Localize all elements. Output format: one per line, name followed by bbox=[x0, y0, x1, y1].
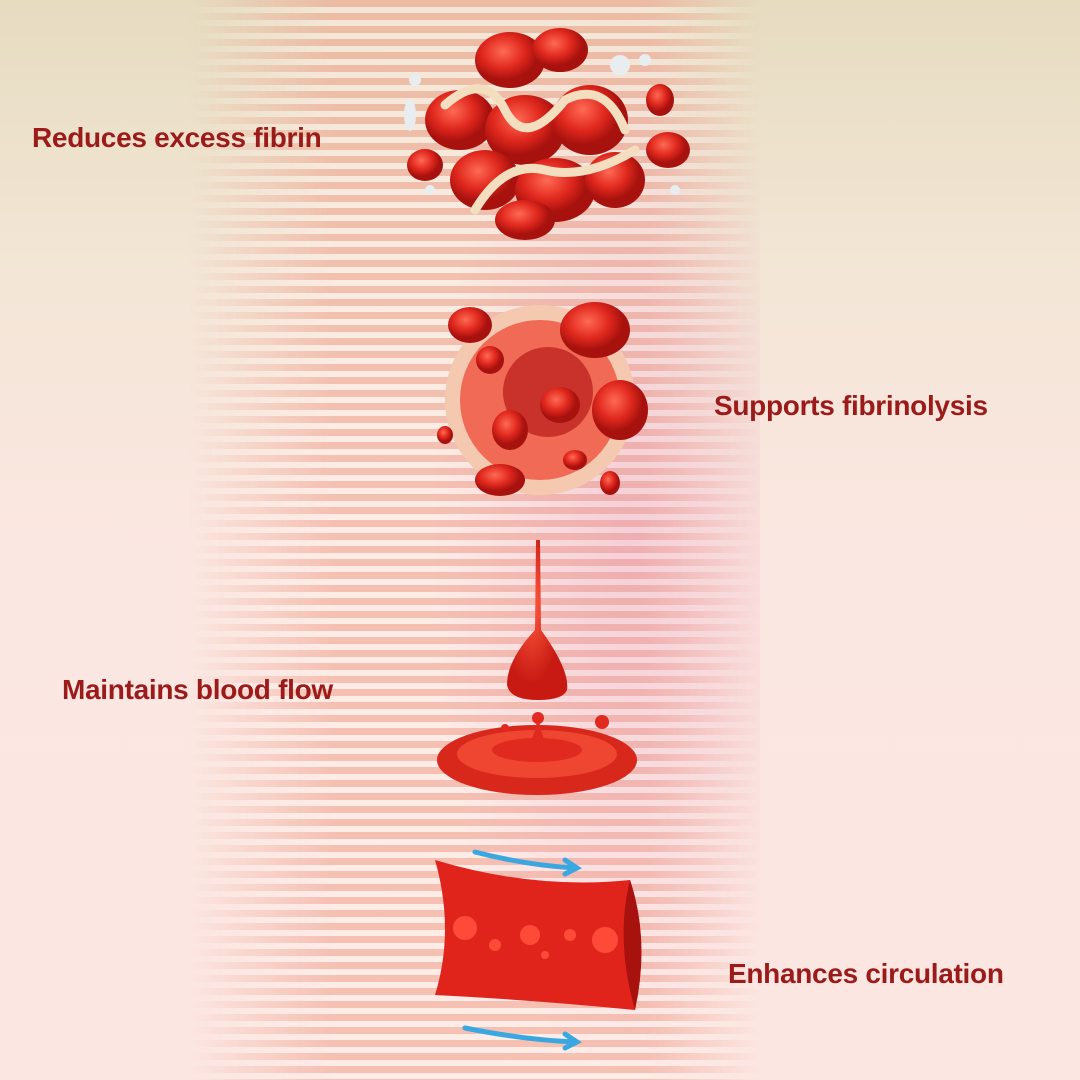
benefit-label-fibrin: Reduces excess fibrin bbox=[32, 122, 322, 153]
benefit-label-fibrinolysis: Supports fibrinolysis bbox=[714, 390, 988, 421]
blood-clot-icon bbox=[404, 28, 690, 240]
benefit-label-circulation: Enhances circulation bbox=[728, 958, 1004, 989]
benefit-label-blood-flow: Maintains blood flow bbox=[62, 674, 333, 705]
blood-drop-icon bbox=[437, 540, 637, 795]
blood-vessel-flow-icon bbox=[435, 849, 642, 1051]
blood-vessel-cross-section-icon bbox=[437, 302, 648, 496]
flow-arrow-icon bbox=[462, 849, 582, 1051]
